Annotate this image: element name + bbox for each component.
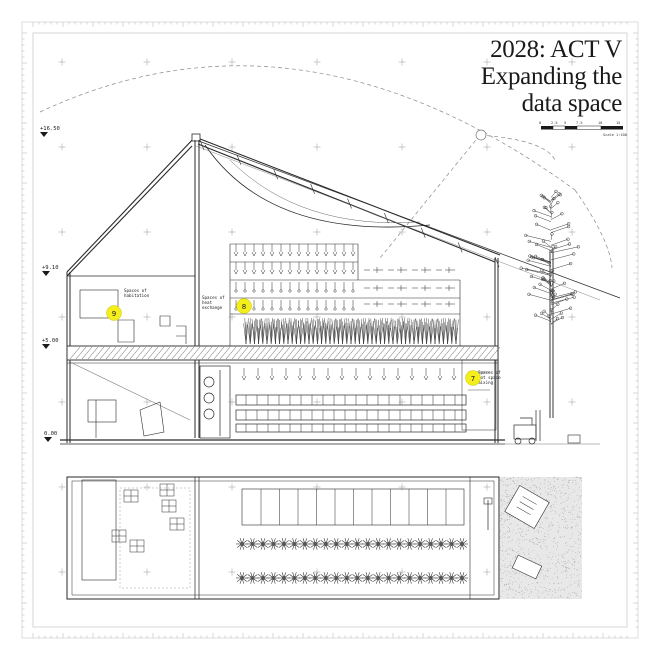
level-middle-label: +5.00 [42,338,59,344]
tree [519,189,581,418]
curved-roof-membrane [204,144,431,228]
gravel-yard [500,477,582,599]
scale-tick-1: 2.5 [551,121,558,125]
plant-row-plan-2 [235,572,468,584]
space-labels: Spaces of habitation Spaces of heat exch… [124,288,501,385]
roof-truss [66,136,501,277]
label-habitation-line1: Spaces of [124,288,147,293]
label-mixing-line2: hot space [478,375,501,380]
numbered-markers: 9 8 7 [106,298,481,386]
marker-8-label: 8 [242,303,246,311]
reference-cross-grid [58,58,576,576]
scale-tick-3: 7.5 [576,121,583,125]
label-heat-line3: exchange [202,305,223,310]
marker-7 [465,370,481,386]
marker-7-label: 7 [471,375,475,383]
forklift [513,410,541,445]
scale-tick-2: 5 [564,121,566,125]
title-block: 2028: ACT V Expanding the data space [480,36,623,117]
drawing-frame [21,21,639,639]
label-mixing-line1: Spaces of [478,370,501,375]
level-top-label: +16.50 [40,126,60,132]
marker-8 [236,298,252,314]
scale-tick-5: 15 [616,121,620,125]
building-section [60,133,621,445]
level-ground-label: 0.00 [44,431,57,437]
marker-9-label: 9 [112,310,116,318]
scale-tick-0: 0 [539,121,541,125]
level-upper-label: +9.10 [42,265,59,271]
marker-9 [106,305,122,321]
level-markers: +16.50 +9.10 +5.00 0.00 [40,126,60,442]
title-line-2: Expanding the [480,63,623,90]
label-heat-line1: Spaces of [202,295,225,300]
habitation-room [69,289,191,438]
server-rows [235,394,467,433]
title-line-1: 2028: ACT V [490,36,622,63]
label-heat-line2: heat [202,300,213,305]
sun-path-arc [39,65,613,269]
scale-bar: 0 2.5 5 7.5 10 15 Scale 1:100 [539,121,627,137]
sun-node [475,129,487,141]
label-habitation-line2: habitation [124,293,150,298]
label-mixing-line3: mixing [478,380,494,385]
scale-tick-4: 10 [598,121,602,125]
upper-rack-structure [229,243,461,346]
title-line-3: data space [521,90,623,117]
heat-tank [199,365,231,439]
floor-plan [66,476,583,600]
plant-row-upper [243,317,459,345]
scale-label: Scale 1:100 [603,133,627,137]
plant-row-plan-1 [235,538,468,550]
